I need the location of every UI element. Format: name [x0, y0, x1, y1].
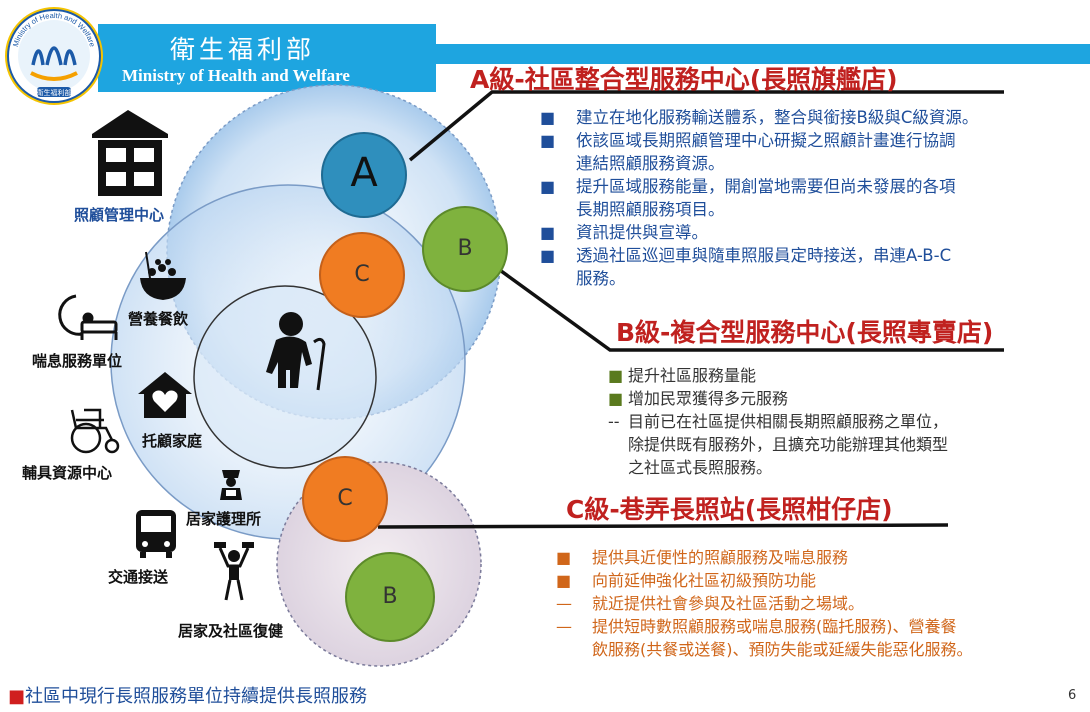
level-a-title: A級-社區整合型服務中心(長照旗艦店): [470, 65, 898, 94]
level-c-list: ■提供具近便性的照顧服務及喘息服務 ■向前延伸強化社區初級預防功能 —就近提供社…: [556, 546, 973, 661]
circle-b-upper-label: B: [457, 236, 473, 261]
header-bar: [98, 24, 436, 92]
circle-a-label: A: [350, 150, 378, 196]
svg-text:衛生福利部: 衛生福利部: [37, 88, 72, 97]
label-nutrition: 營養餐飲: [128, 310, 189, 328]
circle-b-lower: [345, 552, 435, 642]
bullet-dash-icon: —: [556, 617, 572, 636]
circle-b-upper: [422, 206, 508, 292]
connector-a: [408, 90, 1004, 162]
care-center-building-icon: [92, 110, 168, 196]
elderly-person-icon: [266, 312, 326, 391]
circle-b-lower-label: B: [382, 584, 398, 609]
label-assistive: 輔具資源中心: [22, 464, 113, 482]
level-c-item: —提供短時數照顧服務或喘息服務(臨托服務)、營養餐飲服務(共餐或送餐)、預防失能…: [556, 617, 973, 659]
page-number: 6: [1068, 688, 1077, 703]
circle-c-upper-label: C: [354, 262, 370, 287]
level-c-item: ■向前延伸強化社區初級預防功能: [556, 571, 817, 590]
level-b-item: ■增加民眾獲得多元服務: [608, 389, 789, 408]
header-stripe: [436, 44, 1090, 64]
level-b-item: --目前已在社區提供相關長期照顧服務之單位，除提供既有服務外，且擴充功能辦理其他…: [608, 412, 949, 477]
nurse-icon: [220, 470, 242, 500]
bullet-square-icon: ■: [608, 366, 624, 385]
foster-home-heart-icon: [138, 372, 192, 418]
ministry-name-zh: 衛生福利部: [170, 35, 316, 64]
footer-note: ■社區中現行長照服務單位持續提供長照服務: [8, 682, 367, 708]
label-care-center: 照顧管理中心: [74, 206, 165, 224]
circle-c-upper: [319, 232, 405, 318]
bus-icon: [136, 510, 176, 558]
bullet-square-icon: ■: [608, 389, 624, 408]
level-a-item: ■提升區域服務能量，開創當地需要但尚未發展的各項長期照顧服務項目。: [540, 177, 956, 219]
nutrition-bowl-icon: [140, 251, 186, 300]
level-a-item: ■依該區域長期照顧管理中心研擬之照顧計畫進行協調連結照顧服務資源。: [540, 131, 956, 173]
label-rehab: 居家及社區復健: [178, 622, 284, 640]
bullet-square-icon: ■: [540, 223, 556, 242]
bullet-square-icon: ■: [8, 686, 26, 707]
connector-c: [377, 523, 949, 529]
level-b-title: B級-複合型服務中心(長照專賣店): [616, 318, 994, 347]
circle-c-lower: [302, 456, 388, 542]
circle-a: [321, 132, 407, 218]
connector-b: [495, 266, 1004, 352]
bullet-square-icon: ■: [540, 108, 556, 127]
circle-c-lower-label: C: [337, 486, 353, 511]
bullet-square-icon: ■: [540, 177, 556, 196]
level-b-list: ■提升社區服務量能 ■增加民眾獲得多元服務 --目前已在社區提供相關長期照顧服務…: [608, 364, 948, 479]
respite-moon-bed-icon: [58, 294, 118, 340]
footer-note-text: 社區中現行長照服務單位持續提供長照服務: [25, 686, 368, 707]
bullet-square-icon: ■: [556, 548, 572, 567]
bullet-square-icon: ■: [540, 246, 556, 265]
bullet-square-icon: ■: [540, 131, 556, 150]
label-home-nursing: 居家護理所: [186, 510, 262, 528]
level-a-item: ■資訊提供與宣導。: [540, 223, 708, 242]
level-c-item: ■提供具近便性的照顧服務及喘息服務: [556, 548, 849, 567]
level-b-item: ■提升社區服務量能: [608, 366, 757, 385]
ministry-logo: Ministry of Health and Welfare 衛生福利部: [5, 7, 103, 105]
level-a-item: ■建立在地化服務輸送體系，整合與銜接B級與C級資源。: [540, 108, 979, 127]
rehab-exercise-icon: [214, 542, 254, 601]
wheelchair-icon: [70, 408, 120, 454]
bullet-dash-icon: —: [556, 594, 572, 613]
ministry-name-en: Ministry of Health and Welfare: [122, 66, 350, 85]
level-a-list: ■建立在地化服務輸送體系，整合與銜接B級與C級資源。 ■依該區域長期照顧管理中心…: [540, 106, 978, 290]
level-c-item: —就近提供社會參與及社區活動之場域。: [556, 594, 865, 613]
label-foster-family: 托顧家庭: [142, 432, 203, 450]
bullet-dash-icon: --: [608, 412, 620, 431]
bullet-square-icon: ■: [556, 571, 572, 590]
level-c-title: C級-巷弄長照站(長照柑仔店): [566, 495, 893, 524]
label-respite: 喘息服務單位: [32, 352, 123, 370]
label-transport: 交通接送: [108, 568, 169, 586]
